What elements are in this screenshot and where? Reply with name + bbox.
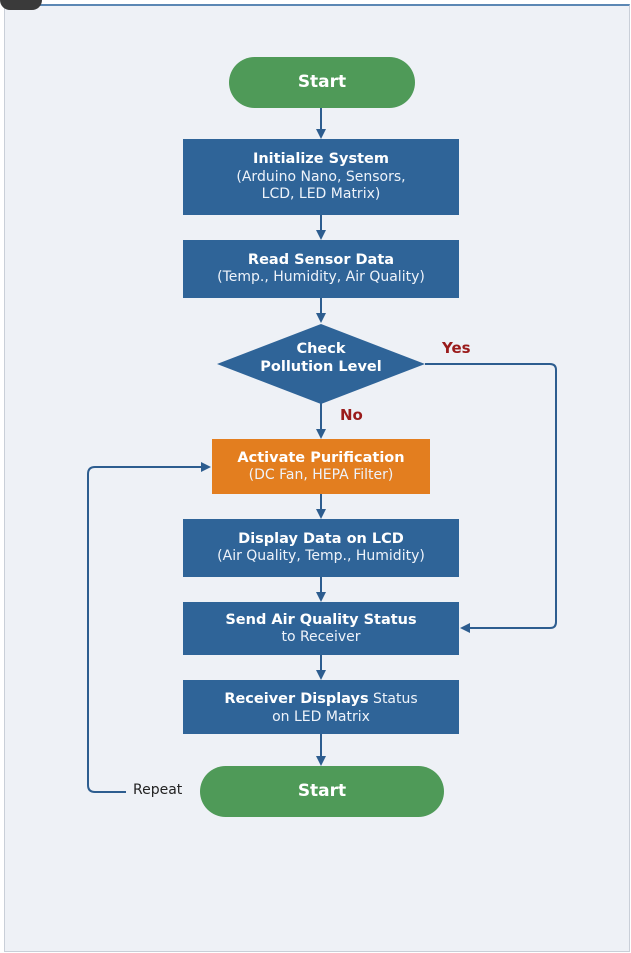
init-system-title: Initialize System — [252, 151, 390, 168]
decision-label-line-2: Pollution Level — [260, 359, 382, 376]
purification-detail: (DC Fan, HEPA Filter) — [248, 466, 394, 483]
purification-title: Activate Purification — [237, 449, 405, 466]
decision-label: Check Pollution Level — [241, 340, 401, 376]
send-status-title: Send Air Quality Status — [225, 611, 417, 628]
display-lcd-detail: (Air Quality, Temp., Humidity) — [217, 548, 425, 565]
display-lcd-step: Display Data on LCD (Air Quality, Temp.,… — [183, 519, 459, 577]
repeat-label: Repeat — [133, 782, 183, 798]
arrow-repeat-loop — [87, 462, 211, 793]
activate-purification-step: Activate Purification (DC Fan, HEPA Filt… — [212, 439, 430, 494]
arrow-decision-yes — [425, 363, 557, 633]
receiver-title-bold: Receiver Displays — [224, 691, 369, 707]
read-sensor-title: Read Sensor Data — [247, 252, 395, 269]
corner-logo-fragment — [0, 0, 42, 10]
start-terminal-top-label: Start — [297, 71, 347, 92]
receiver-title-rest: Status — [368, 691, 418, 707]
read-sensor-step: Read Sensor Data (Temp., Humidity, Air Q… — [183, 240, 459, 298]
start-terminal-top: Start — [229, 57, 415, 108]
start-terminal-bottom: Start — [200, 766, 444, 817]
yes-label: Yes — [442, 339, 471, 357]
display-lcd-title: Display Data on LCD — [238, 531, 404, 548]
send-status-detail: to Receiver — [281, 628, 361, 645]
start-terminal-bottom-label: Start — [297, 780, 347, 801]
send-status-step: Send Air Quality Status to Receiver — [183, 602, 459, 655]
decision-label-line-1: Check — [296, 341, 346, 357]
init-system-detail-2: LCD, LED Matrix) — [261, 186, 381, 203]
receiver-detail: on LED Matrix — [272, 708, 370, 725]
init-system-step: Initialize System (Arduino Nano, Sensors… — [183, 139, 459, 215]
receiver-display-step: Receiver Displays Status on LED Matrix — [183, 680, 459, 734]
decision-diamond — [217, 324, 425, 404]
receiver-title-line: Receiver Displays Status — [224, 688, 417, 709]
read-sensor-detail: (Temp., Humidity, Air Quality) — [217, 269, 425, 286]
no-label: No — [340, 406, 363, 424]
init-system-detail-1: (Arduino Nano, Sensors, — [236, 168, 406, 185]
